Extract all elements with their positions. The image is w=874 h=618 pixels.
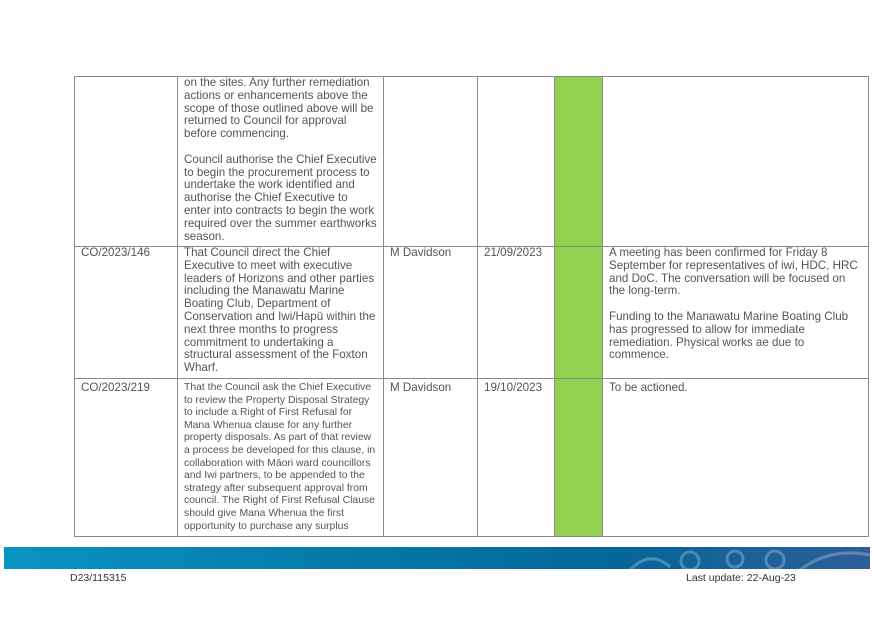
footer-banner xyxy=(4,547,870,569)
description-paragraph: on the sites. Any further remediation ac… xyxy=(184,76,374,141)
status-indicator xyxy=(554,378,603,537)
comment: To be actioned. xyxy=(602,378,869,537)
due-date xyxy=(477,76,555,247)
resolution-description: That Council direct the Chief Executive … xyxy=(177,246,384,379)
due-date: 21/09/2023 xyxy=(477,246,555,379)
last-update: Last update: 22-Aug-23 xyxy=(686,572,796,584)
koru-pattern-icon xyxy=(628,549,870,569)
document-id: D23/115315 xyxy=(70,572,127,584)
description-paragraph: Council authorise the Chief Executive to… xyxy=(184,152,377,243)
table-row: on the sites. Any further remediation ac… xyxy=(74,76,869,247)
resolution-id: CO/2023/146 xyxy=(74,246,178,379)
resolution-description: on the sites. Any further remediation ac… xyxy=(177,76,384,247)
table-row: CO/2023/219 That the Council ask the Chi… xyxy=(74,378,869,537)
owner xyxy=(383,76,478,247)
status-indicator xyxy=(554,246,603,379)
comment: A meeting has been confirmed for Friday … xyxy=(602,246,869,379)
resolution-description: That the Council ask the Chief Executive… xyxy=(177,378,384,537)
owner: M Davidson xyxy=(383,246,478,379)
comment xyxy=(602,76,869,247)
comment-paragraph: To be actioned. xyxy=(609,381,688,394)
comment-paragraph: Funding to the Manawatu Marine Boating C… xyxy=(609,309,849,362)
resolution-id xyxy=(74,76,178,247)
due-date: 19/10/2023 xyxy=(477,378,555,537)
description-paragraph: That Council direct the Chief Executive … xyxy=(184,246,376,375)
owner: M Davidson xyxy=(383,378,478,537)
comment-paragraph: A meeting has been confirmed for Friday … xyxy=(609,246,858,298)
status-indicator xyxy=(554,76,603,247)
resolution-id: CO/2023/219 xyxy=(74,378,178,537)
table-row: CO/2023/146 That Council direct the Chie… xyxy=(74,246,869,379)
actions-table: on the sites. Any further remediation ac… xyxy=(74,76,869,537)
description-paragraph: That the Council ask the Chief Executive… xyxy=(184,382,376,532)
